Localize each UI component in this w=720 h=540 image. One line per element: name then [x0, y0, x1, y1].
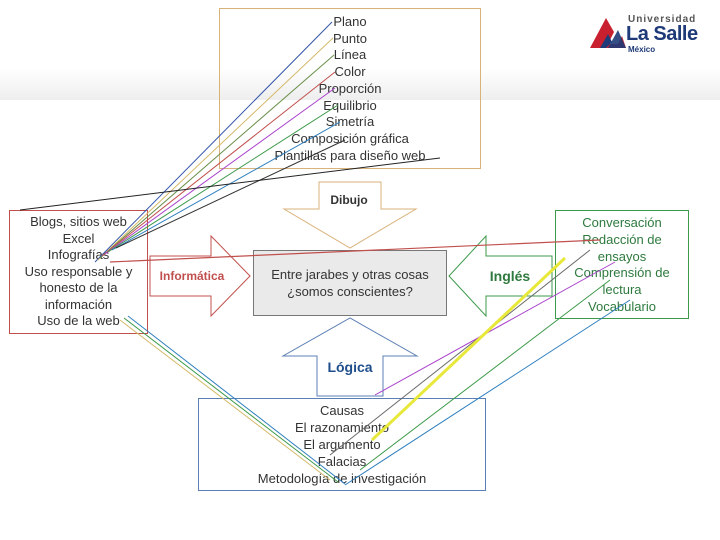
topic-item: honesto de la — [39, 280, 118, 295]
english-topics-box: Conversación Redacción de ensayos Compre… — [555, 210, 689, 319]
logic-topics-box: Causas El razonamiento El argumento Fala… — [198, 398, 486, 491]
topic-item: Causas — [319, 403, 365, 418]
topic-item: Plano — [333, 14, 367, 29]
central-topic-line2: ¿somos conscientes? — [287, 284, 413, 299]
la-salle-logo-icon — [590, 18, 626, 48]
central-topic-box: Entre jarabes y otras cosas ¿somos consc… — [253, 250, 447, 316]
informatics-topics-box: Blogs, sitios web Excel Infografías Uso … — [9, 210, 148, 334]
topic-item: Plantillas para diseño web — [274, 147, 426, 163]
topic-item: Color — [334, 64, 366, 80]
topic-item: El razonamiento — [295, 420, 389, 435]
arrow-label-dibujo: Dibujo — [330, 193, 368, 207]
logo-university-text: Universidad — [628, 14, 697, 25]
topic-item: Metodología de investigación — [257, 471, 427, 486]
topic-item: Excel — [62, 230, 95, 246]
topic-item: ensayos — [597, 248, 647, 264]
topic-item: El argumento — [303, 437, 381, 452]
topic-item: Conversación — [582, 215, 662, 230]
topic-item: Infografías — [47, 247, 110, 262]
arrow-logica-shape — [281, 317, 419, 397]
logo-mexico-text: México — [628, 45, 656, 54]
topic-item: Uso responsable y — [24, 263, 133, 279]
topic-item: Línea — [333, 47, 367, 63]
logo-lasalle-text: La Salle — [626, 23, 698, 45]
topic-item: Punto — [333, 30, 367, 46]
topic-item: Falacias — [317, 454, 367, 469]
topic-item: Redacción de — [582, 231, 662, 247]
topic-item: Uso de la web — [37, 313, 120, 328]
topic-item: Composición gráfica — [291, 130, 409, 146]
topic-item: Comprensión de — [574, 265, 670, 281]
topic-item: Proporción — [318, 80, 382, 96]
arrow-label-logica: Lógica — [327, 359, 373, 375]
arrow-dibujo-shape — [282, 181, 418, 249]
topic-item: Blogs, sitios web — [30, 214, 127, 229]
topic-item: Vocabulario — [588, 298, 656, 314]
arrow-label-informatica: Informática — [159, 269, 225, 283]
topic-item: información — [44, 296, 113, 312]
topic-item: lectura — [602, 282, 642, 298]
central-topic-line1: Entre jarabes y otras cosas — [271, 267, 429, 282]
arrow-label-ingles: Inglés — [489, 268, 531, 284]
topic-item: Simetría — [325, 114, 375, 130]
design-topics-box: Plano Punto Línea Color Proporción Equil… — [219, 8, 481, 169]
topic-item: Equilibrio — [323, 97, 377, 113]
